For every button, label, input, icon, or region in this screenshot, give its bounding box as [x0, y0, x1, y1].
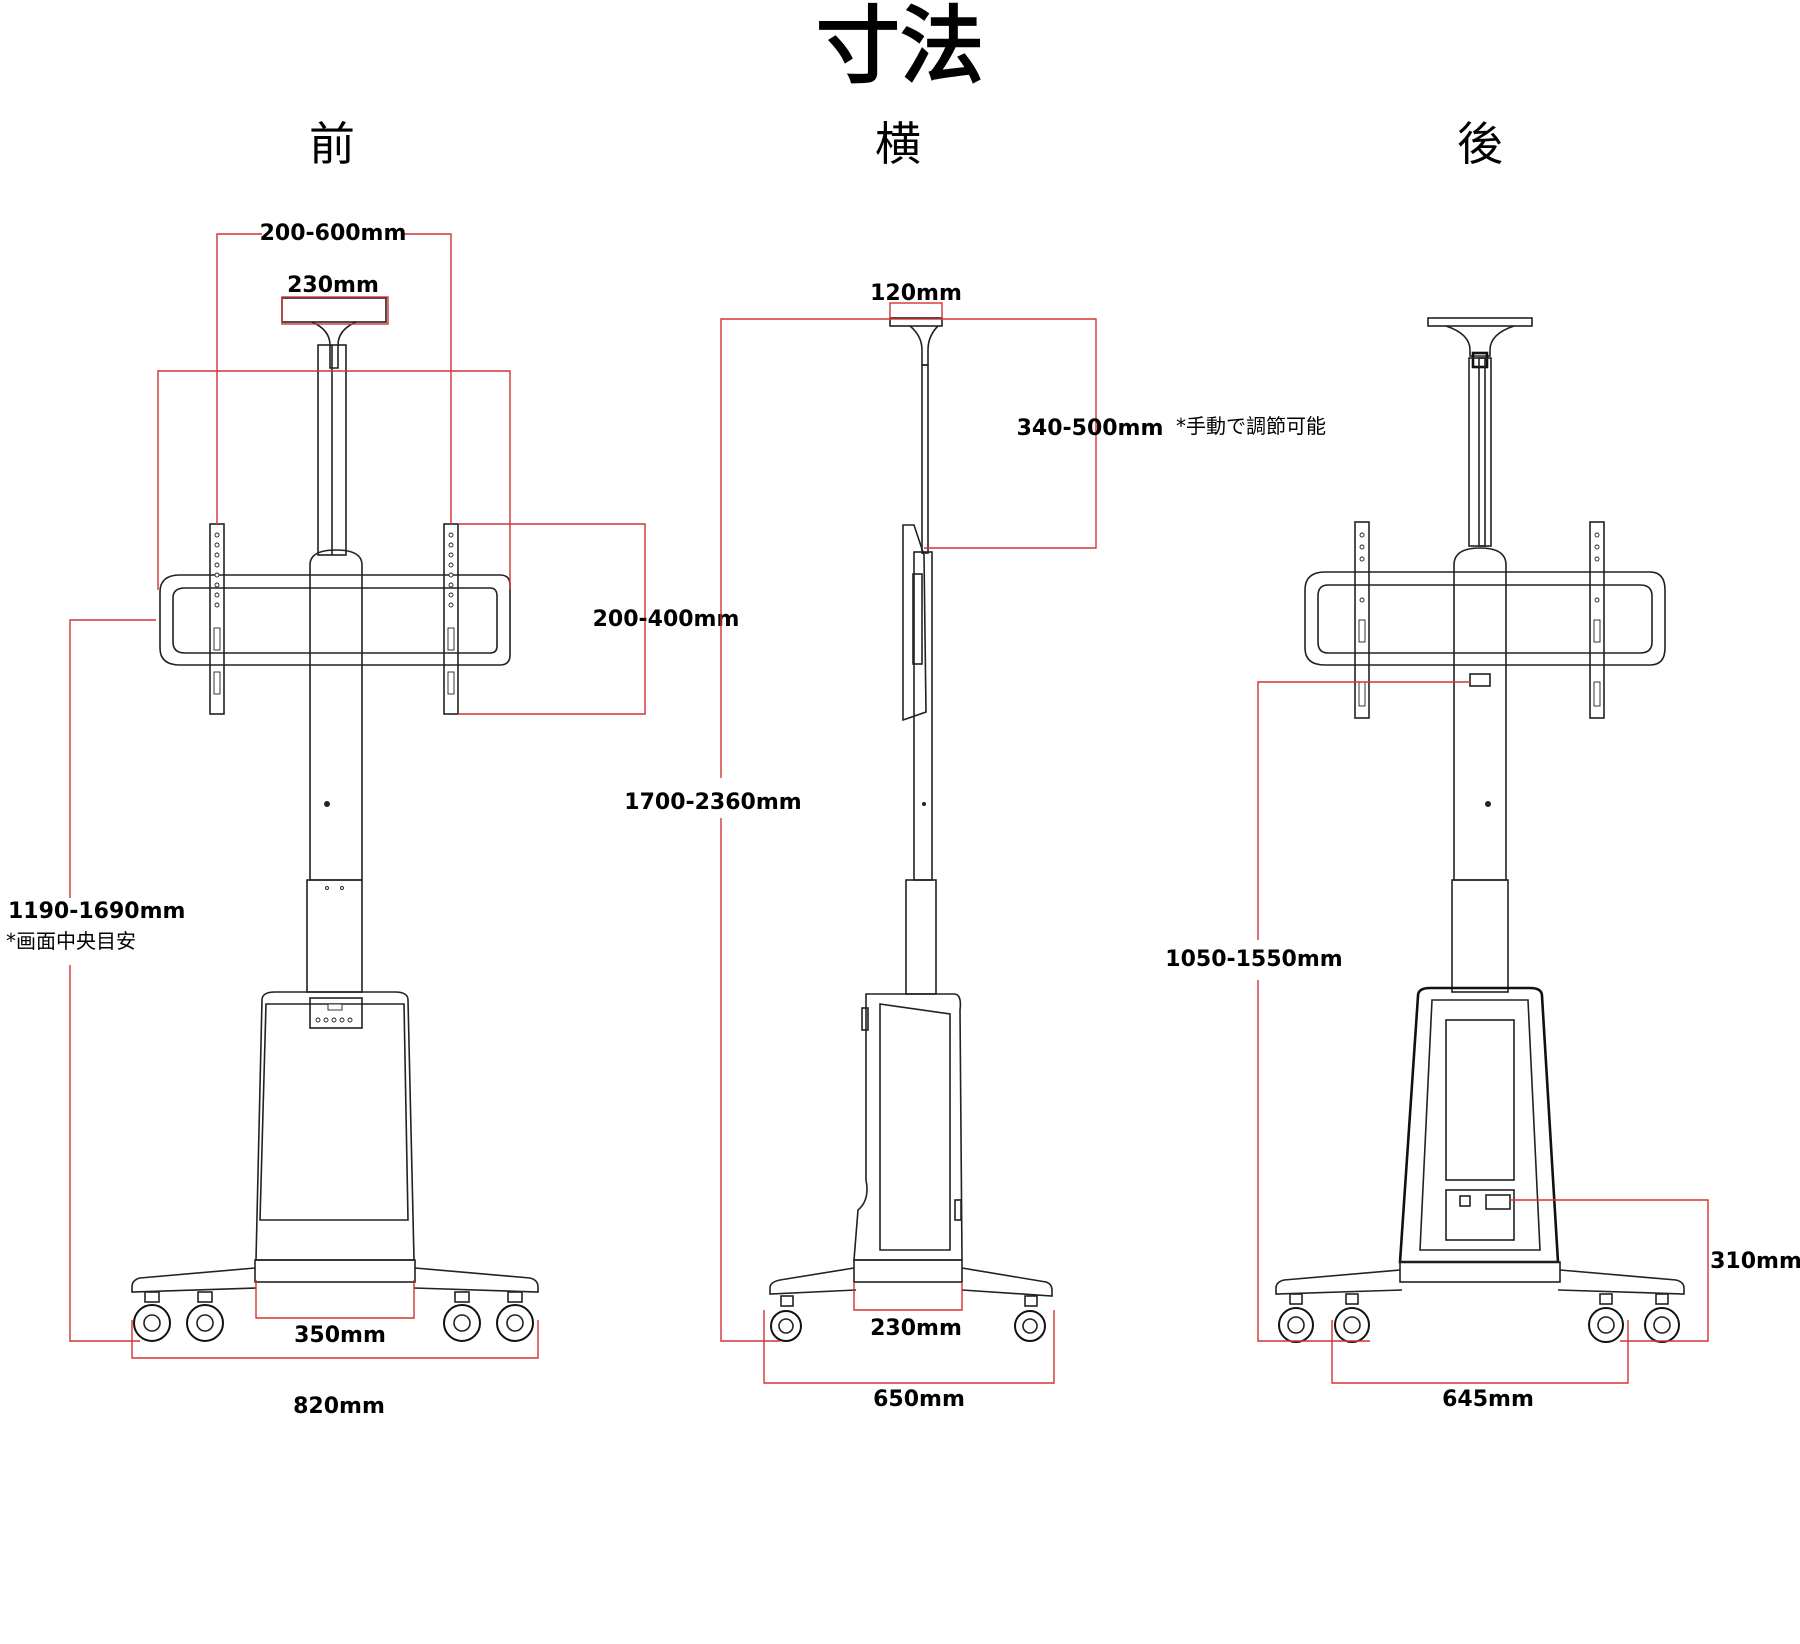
side-base-depth-label: 650mm [873, 1387, 965, 1412]
side-view-drawing [769, 317, 1053, 1342]
side-tilt-range-label: 340-500mm [1017, 416, 1164, 441]
view-label-back: 後 [1457, 117, 1503, 171]
back-rail-holes [1358, 532, 1601, 707]
front-base-width-label: 820mm [293, 1394, 385, 1419]
side-total-height-label: 1700-2360mm [624, 790, 801, 815]
front-view-drawing [131, 297, 539, 1342]
side-dimension-lines [720, 302, 1097, 1384]
front-rail-holes-left [213, 532, 221, 695]
view-label-side: 横 [875, 117, 921, 171]
page-title: 寸法 [816, 0, 984, 95]
front-vesa-width-label: 200-600mm [260, 221, 407, 246]
front-base-inner-label: 350mm [294, 1323, 386, 1348]
front-dimension-lines [69, 233, 646, 1359]
side-plate-depth-label: 120mm [870, 281, 962, 306]
front-rail-holes-right [447, 532, 455, 695]
back-outlet-height-label: 1050-1550mm [1165, 947, 1342, 972]
side-base-inner-label: 230mm [870, 1316, 962, 1341]
front-center-note: *画面中央目安 [6, 929, 136, 953]
back-dimension-lines [1257, 681, 1709, 1384]
side-adjust-note: *手動で調節可能 [1176, 414, 1326, 438]
front-plate-width-label: 230mm [287, 273, 379, 298]
front-vesa-height-label: 200-400mm [593, 607, 740, 632]
view-label-front: 前 [309, 117, 355, 171]
back-base-width-label: 645mm [1442, 1387, 1534, 1412]
back-view-drawing [1275, 317, 1685, 1343]
back-panel-height-label: 310mm [1710, 1249, 1800, 1274]
front-center-height-label: 1190-1690mm [8, 899, 185, 924]
